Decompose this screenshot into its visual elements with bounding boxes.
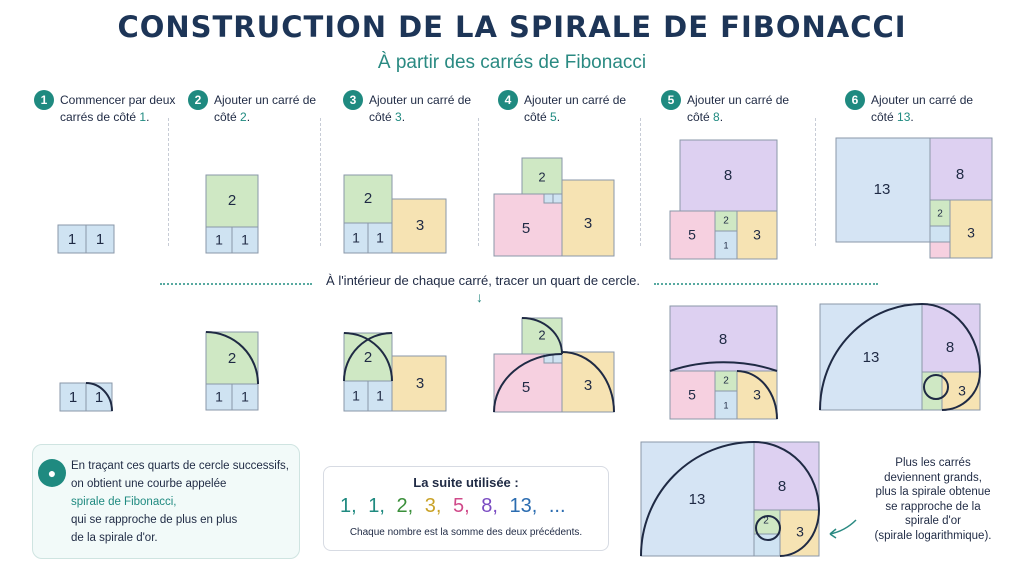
sequence-heading: La suite utilisée : bbox=[413, 475, 519, 490]
svg-text:2: 2 bbox=[723, 216, 729, 227]
step-number-badge: 4 bbox=[498, 90, 518, 110]
svg-text:2: 2 bbox=[538, 327, 545, 342]
figure-arc-5: 8 5 2 1 3 bbox=[669, 305, 778, 420]
page-subtitle: À partir des carrés de Fibonacci bbox=[377, 52, 647, 73]
svg-text:1: 1 bbox=[215, 389, 223, 405]
svg-text:3: 3 bbox=[416, 375, 424, 392]
svg-text:5: 5 bbox=[688, 387, 696, 403]
svg-text:1: 1 bbox=[352, 230, 360, 246]
svg-text:1: 1 bbox=[376, 230, 384, 246]
step-number-badge: 5 bbox=[661, 90, 681, 110]
figure-step-2: 2 1 1 bbox=[205, 174, 259, 254]
lightbulb-icon: ● bbox=[38, 459, 66, 487]
step-number-badge: 6 bbox=[845, 90, 865, 110]
explanation-text: En traçant ces quarts de cercle successi… bbox=[71, 460, 289, 544]
svg-text:8: 8 bbox=[778, 478, 786, 495]
svg-text:1: 1 bbox=[376, 388, 384, 404]
svg-text:1: 1 bbox=[69, 389, 77, 406]
svg-text:2: 2 bbox=[228, 350, 236, 367]
svg-text:3: 3 bbox=[753, 387, 761, 403]
column-divider bbox=[815, 118, 816, 246]
svg-text:3: 3 bbox=[967, 225, 975, 241]
svg-text:1: 1 bbox=[723, 240, 728, 250]
sequence-value: 1, bbox=[368, 495, 391, 517]
svg-text:1: 1 bbox=[68, 231, 76, 248]
figure-step-1: 1 1 bbox=[57, 224, 115, 254]
column-divider bbox=[320, 118, 321, 246]
svg-text:1: 1 bbox=[215, 232, 223, 248]
svg-text:8: 8 bbox=[946, 339, 954, 356]
svg-text:3: 3 bbox=[584, 377, 592, 394]
step-text: Ajouter un carré de côté 8. bbox=[687, 93, 790, 124]
dotted-divider bbox=[654, 283, 878, 285]
step-number-badge: 2 bbox=[188, 90, 208, 110]
figure-arc-6: 13 8 3 bbox=[819, 303, 981, 411]
explanation-box: ● En traçant ces quarts de cercle succes… bbox=[32, 444, 300, 559]
sequence-value: 13, bbox=[509, 495, 543, 517]
final-spiral-figure: 13 8 2 3 bbox=[640, 441, 857, 557]
svg-text:2: 2 bbox=[364, 349, 372, 366]
page-title: CONSTRUCTION DE LA SPIRALE DE FIBONACCI bbox=[117, 10, 907, 44]
sequence-value: 3, bbox=[424, 495, 447, 517]
svg-text:8: 8 bbox=[724, 167, 732, 184]
sequence-value: 2, bbox=[396, 495, 419, 517]
dotted-divider bbox=[160, 283, 312, 285]
figure-step-6: 13 8 2 3 bbox=[835, 137, 993, 259]
svg-text:2: 2 bbox=[937, 209, 943, 220]
sequence-value: 1, bbox=[340, 495, 363, 517]
svg-text:2: 2 bbox=[723, 376, 729, 387]
column-divider bbox=[478, 118, 479, 246]
svg-text:3: 3 bbox=[958, 383, 966, 399]
figure-step-3: 2 1 1 3 bbox=[343, 174, 447, 254]
column-divider bbox=[168, 118, 169, 246]
svg-text:1: 1 bbox=[241, 232, 249, 248]
svg-text:13: 13 bbox=[874, 181, 891, 198]
sequence-value: 5, bbox=[453, 495, 476, 517]
svg-text:1: 1 bbox=[723, 400, 728, 410]
step-number-badge: 1 bbox=[34, 90, 54, 110]
figure-arc-2: 2 1 1 bbox=[205, 331, 259, 411]
svg-text:5: 5 bbox=[688, 227, 696, 243]
svg-text:3: 3 bbox=[796, 524, 804, 540]
svg-text:8: 8 bbox=[719, 331, 727, 348]
sequence-values: 1, 1, 2, 3, 5, 8, 13, ... bbox=[340, 495, 600, 518]
svg-text:2: 2 bbox=[228, 192, 236, 209]
svg-text:3: 3 bbox=[416, 217, 424, 234]
sequence-box: La suite utilisée : 1, 1, 2, 3, 5, 8, 13… bbox=[323, 466, 609, 551]
step-text: Ajouter un carré de côté 5. bbox=[524, 93, 627, 124]
golden-spiral-note: Plus les carrés deviennent grands, plus … bbox=[874, 457, 992, 542]
figure-arc-1: 1 1 bbox=[59, 382, 113, 412]
figure-step-4: 2 5 3 bbox=[493, 157, 615, 257]
figure-arc-3: 2 1 1 3 bbox=[343, 332, 447, 412]
step-text: Commencer par deux carrés de côté 1. bbox=[60, 93, 176, 124]
svg-text:5: 5 bbox=[522, 220, 530, 237]
down-arrow-icon: ↓ bbox=[476, 289, 483, 305]
sequence-value: 8, bbox=[481, 495, 504, 517]
svg-text:5: 5 bbox=[522, 379, 530, 396]
svg-text:1: 1 bbox=[95, 389, 103, 406]
svg-text:1: 1 bbox=[96, 231, 104, 248]
step-text: Ajouter un carré de côté 13. bbox=[871, 93, 974, 124]
figure-step-5: 8 5 2 1 3 bbox=[669, 139, 778, 260]
figure-arc-4: 2 5 3 bbox=[493, 317, 615, 413]
svg-text:2: 2 bbox=[538, 169, 545, 184]
step-number-badge: 3 bbox=[343, 90, 363, 110]
svg-text:1: 1 bbox=[241, 389, 249, 405]
column-divider bbox=[640, 118, 641, 246]
svg-text:3: 3 bbox=[753, 227, 761, 243]
sequence-footnote: Chaque nombre est la somme des deux préc… bbox=[349, 527, 583, 538]
svg-text:3: 3 bbox=[584, 215, 592, 232]
sequence-value: ... bbox=[548, 495, 566, 517]
spiral-term-highlight: spirale de Fibonacci, bbox=[71, 496, 177, 508]
svg-text:2: 2 bbox=[364, 190, 372, 207]
step-text: Ajouter un carré de côté 2. bbox=[214, 93, 317, 124]
step-text: Ajouter un carré de côté 3. bbox=[369, 93, 472, 124]
svg-text:13: 13 bbox=[689, 491, 706, 508]
svg-text:13: 13 bbox=[863, 349, 880, 366]
svg-text:2: 2 bbox=[763, 516, 769, 527]
quarter-circle-instruction: À l'intérieur de chaque carré, tracer un… bbox=[326, 273, 640, 288]
svg-text:1: 1 bbox=[352, 388, 360, 404]
svg-text:8: 8 bbox=[956, 166, 964, 183]
